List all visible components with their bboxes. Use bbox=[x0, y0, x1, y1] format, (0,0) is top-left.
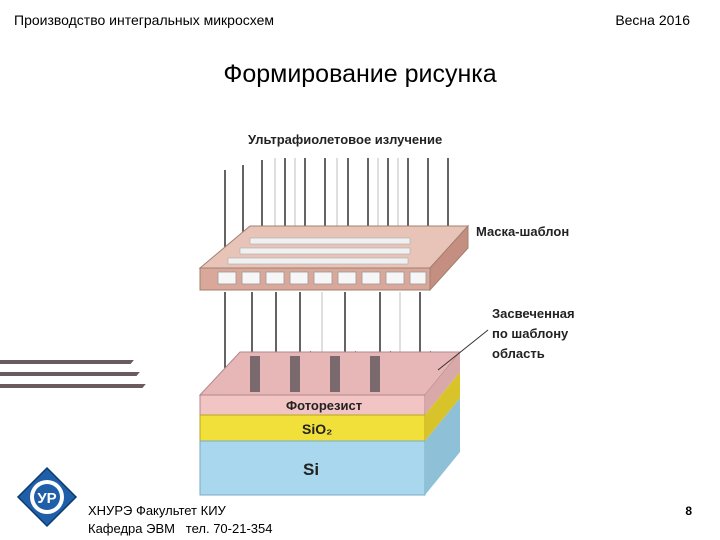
uv-label: Ультрафиолетовое излучение bbox=[248, 132, 442, 147]
exposure-arrows bbox=[224, 292, 431, 373]
course-title: Производство интегральных микросхем bbox=[14, 12, 274, 28]
exposed-label-line1: Засвеченная bbox=[492, 306, 575, 321]
exposed-pointer bbox=[437, 329, 489, 371]
university-logo: УР bbox=[16, 466, 78, 528]
semester: Весна 2016 bbox=[615, 12, 690, 28]
exposed-label-line2: по шаблону bbox=[492, 326, 569, 341]
sio2-label: SiO₂ bbox=[302, 421, 332, 437]
footer-faculty: ХНУРЭ Факультет КИУ bbox=[88, 503, 226, 518]
page-number: 8 bbox=[685, 504, 692, 518]
mask-template bbox=[198, 224, 470, 292]
exposed-label-line3: область bbox=[492, 346, 545, 361]
photoresist-label: Фоторезист bbox=[286, 398, 362, 413]
logo-text: УР bbox=[37, 490, 56, 507]
si-label: Si bbox=[303, 460, 319, 479]
mask-label: Маска-шаблон bbox=[476, 224, 569, 239]
footer-info: ХНУРЭ Факультет КИУ Кафедра ЭВМ тел. 70-… bbox=[88, 502, 272, 538]
slide-title: Формирование рисунка bbox=[223, 60, 497, 88]
substrate-stack bbox=[0, 351, 462, 496]
footer-department: Кафедра ЭВМ тел. 70-21-354 bbox=[88, 521, 273, 536]
